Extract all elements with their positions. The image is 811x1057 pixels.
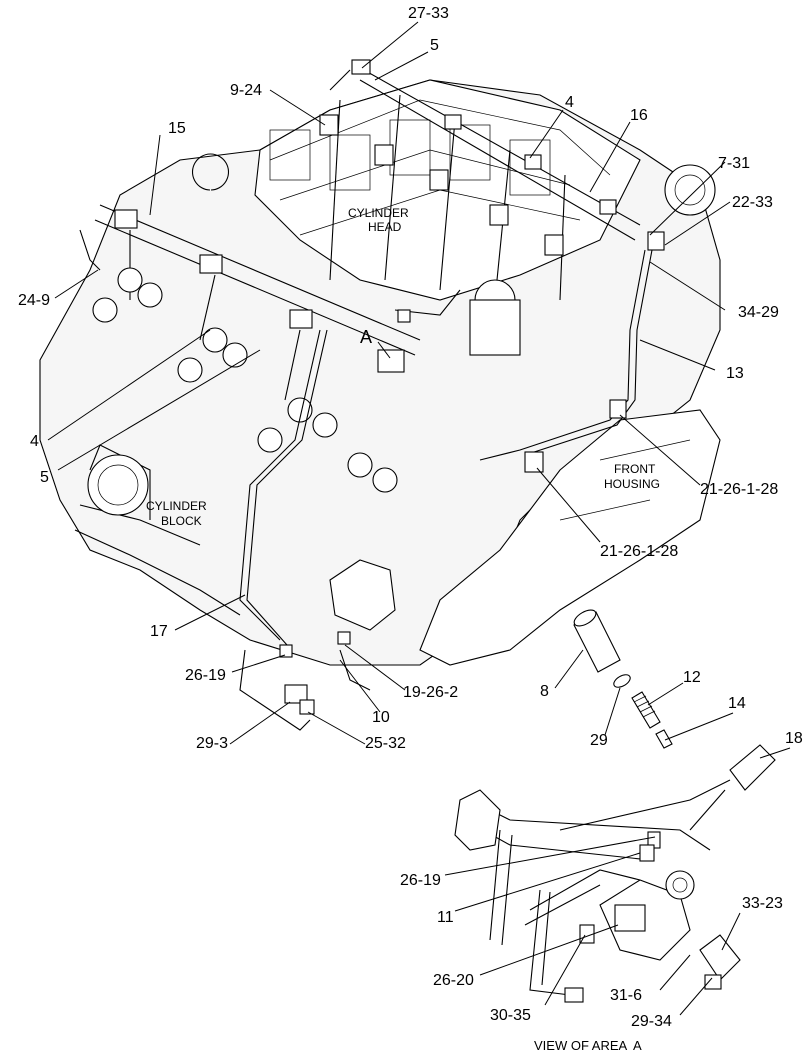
callout-18: 18 xyxy=(785,730,803,747)
cylinder-block xyxy=(87,153,716,516)
callout-8: 8 xyxy=(540,683,549,700)
callout-13: 13 xyxy=(726,365,744,382)
callout-A: A xyxy=(360,327,372,347)
front-housing-label-line2: HOUSING xyxy=(604,477,660,491)
view-area-a-illustration xyxy=(454,789,741,1003)
callout-27-33: 27-33 xyxy=(408,5,449,22)
callout-21-26-1-28-lower: 21-26-1-28 xyxy=(600,543,678,560)
callout-33-23: 33-23 xyxy=(742,895,783,912)
callout-16: 16 xyxy=(630,107,648,124)
callout-24-9: 24-9 xyxy=(18,292,50,309)
view-of-area-a-label: VIEW OF AREA A xyxy=(534,1038,642,1053)
callout-26-19-bottom: 26-19 xyxy=(400,872,441,889)
valve-springs xyxy=(92,267,398,493)
cylinder-head-label-line1: CYLINDER xyxy=(348,206,409,220)
leader-lines xyxy=(47,21,791,1016)
callout-12: 12 xyxy=(683,669,701,686)
callout-26-20: 26-20 xyxy=(433,972,474,989)
callout-25-32: 25-32 xyxy=(365,735,406,752)
cylinder-head-label-line2: HEAD xyxy=(368,220,402,234)
callout-14: 14 xyxy=(728,695,746,712)
callout-15: 15 xyxy=(168,120,186,137)
callout-30-35: 30-35 xyxy=(490,1007,531,1024)
callouts: 27-33 5 9-24 4 15 16 7-31 22-33 24-9 34-… xyxy=(18,5,803,1030)
callout-31-6: 31-6 xyxy=(610,987,642,1004)
callout-29-34: 29-34 xyxy=(631,1013,672,1030)
callout-4-left: 4 xyxy=(30,433,39,450)
exploded-parts xyxy=(559,609,776,831)
callout-9-24: 9-24 xyxy=(230,82,262,99)
callout-34-29: 34-29 xyxy=(738,304,779,321)
callout-19-26-2: 19-26-2 xyxy=(403,684,458,701)
callout-7-31: 7-31 xyxy=(718,155,750,172)
callout-26-19-top: 26-19 xyxy=(185,667,226,684)
area-labels: CYLINDER HEAD FRONT HOUSING CYLINDER BLO… xyxy=(146,206,660,528)
front-housing xyxy=(419,409,721,666)
callout-17: 17 xyxy=(150,623,168,640)
fuel-lines xyxy=(239,231,665,731)
callout-29-3: 29-3 xyxy=(196,735,228,752)
cylinder-block-label-line1: CYLINDER xyxy=(146,499,207,513)
callout-29: 29 xyxy=(590,732,608,749)
callout-11: 11 xyxy=(437,909,454,926)
callout-10: 10 xyxy=(372,709,390,726)
callout-5-top: 5 xyxy=(430,37,439,54)
cylinder-block-label-line2: BLOCK xyxy=(161,514,202,528)
callout-22-33: 22-33 xyxy=(732,194,773,211)
front-housing-label-line1: FRONT xyxy=(614,462,656,476)
fuel-manifold-left xyxy=(79,204,421,401)
callout-21-26-1-28-right: 21-26-1-28 xyxy=(700,481,778,498)
fuel-manifold-top xyxy=(319,59,641,301)
callout-4-top: 4 xyxy=(565,94,574,111)
callout-5-left: 5 xyxy=(40,469,49,486)
